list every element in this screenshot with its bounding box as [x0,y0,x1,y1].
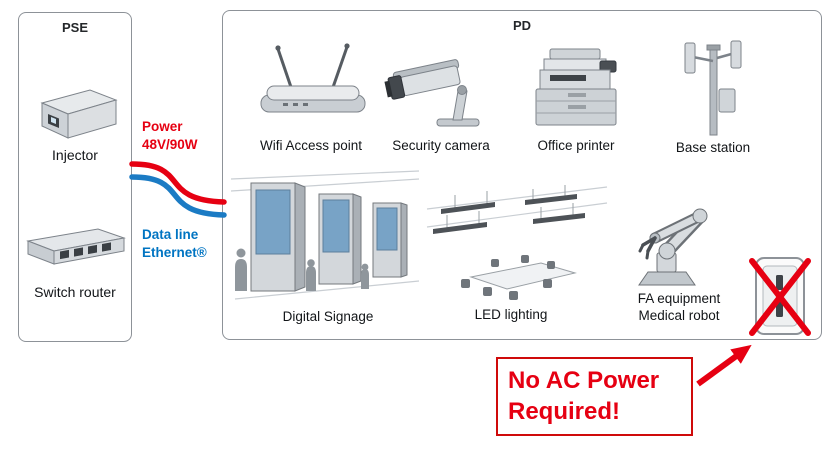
security-camera-label: Security camera [392,138,490,153]
pd-title: PD [512,18,532,33]
callout-line1: No AC Power [508,367,660,394]
base-station-label: Base station [675,140,751,155]
data-line-label-line1: Data line [142,227,199,242]
security-camera-icon [384,59,480,127]
callout-line2: Required! [508,397,621,425]
power-label: Power 48V/90W [142,118,198,153]
digital-signage-icon [231,170,420,300]
injector-label: Injector [52,147,98,163]
medical-robot-icon [638,208,708,286]
injector-icon [40,89,118,139]
power-data-cables [129,161,227,218]
no-ac-power-callout: No AC Power Required! [496,357,693,436]
medical-robot-label: Medical robot [638,308,720,323]
pse-title: PSE [61,20,88,35]
power-label-line2: 48V/90W [142,136,198,152]
led-lighting-label: LED lighting [474,307,548,322]
pd-box: PD Wifi Access point Secur [222,10,822,340]
crossed-outlet-icon [749,257,811,336]
pse-box: PSE Injector Switch router [18,12,132,342]
fa-equipment-label: FA equipment [637,291,721,306]
data-line-label-line2: Ethernet® [142,244,207,260]
red-arrow-icon [696,344,752,387]
data-line-label: Data line Ethernet® [142,226,207,261]
switch-router-label: Switch router [34,284,116,300]
wifi-access-point-label: Wifi Access point [259,138,363,153]
base-station-icon [684,40,742,136]
switch-router-icon [26,228,126,265]
office-printer-icon [535,48,617,126]
digital-signage-label: Digital Signage [282,309,374,324]
power-label-line1: Power [142,119,183,134]
wifi-access-point-icon [260,43,366,113]
led-lighting-icon [426,185,608,300]
office-printer-label: Office printer [537,138,615,153]
